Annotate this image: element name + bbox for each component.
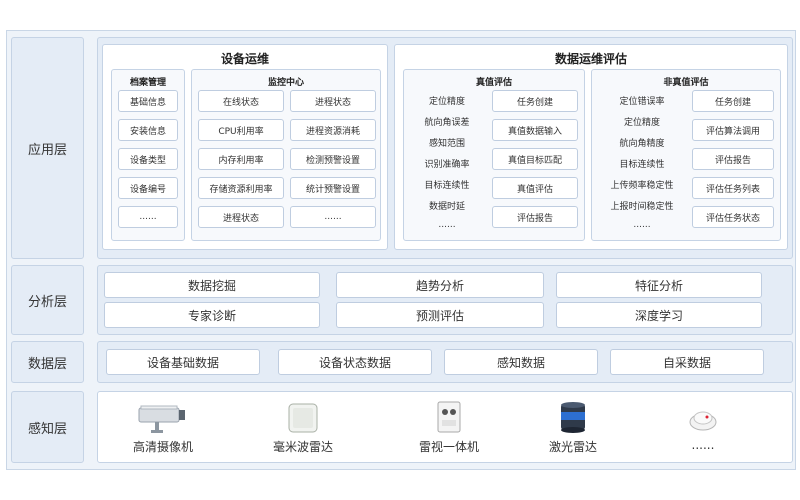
truth-action: 真值目标匹配: [492, 148, 578, 170]
data-eval-box: 数据运维评估 真值评估 定位精度 航向角误差 感知范围 识别准确率 目标连续性 …: [394, 44, 788, 250]
non-truth-action: 评估任务状态: [692, 206, 774, 228]
device-item: 高清摄像机: [108, 398, 218, 456]
monitor-item: 进程状态: [198, 206, 284, 228]
non-truth-action: 评估算法调用: [692, 119, 774, 141]
monitor-item: 在线状态: [198, 90, 284, 112]
application-layer-panel: 设备运维 档案管理 基础信息 安装信息 设备类型 设备编号 ...... 监控中…: [97, 37, 793, 259]
monitor-item: 进程状态: [290, 90, 376, 112]
analysis-item: 深度学习: [556, 302, 762, 328]
monitor-item: 统计预警设置: [290, 177, 376, 199]
non-truth-metric: 定位精度: [623, 118, 660, 128]
truth-metric: 识别准确率: [424, 160, 470, 170]
non-truth-metric: 上报时间稳定性: [610, 202, 674, 212]
camera-icon: [133, 398, 193, 434]
analysis-item: 趋势分析: [336, 272, 544, 298]
layer-label-data: 数据层: [11, 341, 84, 383]
non-truth-action: 评估报告: [692, 148, 774, 170]
device-name: 雷视一体机: [418, 440, 479, 454]
device-name: 激光雷达: [548, 440, 597, 454]
device-item: 激光雷达: [518, 398, 628, 456]
truth-eval-title: 真值评估: [475, 78, 512, 88]
architecture-diagram: 应用层 设备运维 档案管理 基础信息 安装信息 设备类型 设备编号 ......…: [6, 30, 796, 470]
device-item: 雷视一体机: [394, 398, 504, 456]
analysis-item: 特征分析: [556, 272, 762, 298]
archive-item: ......: [118, 206, 178, 228]
device-name: ......: [691, 438, 715, 452]
mmwave-radar-icon: [283, 398, 323, 434]
monitor-item: 进程资源消耗: [290, 119, 376, 141]
layer-label-perception: 感知层: [11, 391, 84, 463]
data-item: 感知数据: [444, 349, 598, 375]
truth-action: 真值评估: [492, 177, 578, 199]
device-ops-box: 设备运维 档案管理 基础信息 安装信息 设备类型 设备编号 ...... 监控中…: [102, 44, 388, 250]
non-truth-metric: 航向角精度: [619, 139, 665, 149]
non-truth-metric: 上传频率稳定性: [610, 181, 674, 191]
non-truth-action: 任务创建: [692, 90, 774, 112]
archive-item: 设备类型: [118, 148, 178, 170]
device-name: 高清摄像机: [132, 440, 193, 454]
archive-box: 档案管理 基础信息 安装信息 设备类型 设备编号 ......: [111, 69, 185, 241]
analysis-item: 数据挖掘: [104, 272, 320, 298]
data-item: 设备基础数据: [106, 349, 260, 375]
non-truth-eval-title: 非真值评估: [663, 78, 709, 88]
analysis-layer-panel: 数据挖掘 趋势分析 特征分析 专家诊断 预测评估 深度学习: [97, 265, 793, 335]
truth-metric: 数据时延: [428, 202, 465, 212]
analysis-item: 专家诊断: [104, 302, 320, 328]
non-truth-eval-box: 非真值评估 定位错误率 定位精度 航向角精度 目标连续性 上传频率稳定性 上报时…: [591, 69, 781, 241]
archive-title: 档案管理: [129, 78, 166, 88]
data-layer-panel: 设备基础数据 设备状态数据 感知数据 自采数据: [97, 341, 793, 383]
monitor-item: 存储资源利用率: [198, 177, 284, 199]
archive-item: 安装信息: [118, 119, 178, 141]
archive-item: 基础信息: [118, 90, 178, 112]
layer-label-analysis: 分析层: [11, 265, 84, 335]
truth-action: 真值数据输入: [492, 119, 578, 141]
data-item: 设备状态数据: [278, 349, 432, 375]
truth-metric: 感知范围: [428, 139, 465, 149]
data-item: 自采数据: [610, 349, 764, 375]
monitor-title: 监控中心: [267, 78, 304, 88]
analysis-item: 预测评估: [336, 302, 544, 328]
non-truth-action: 评估任务列表: [692, 177, 774, 199]
non-truth-metric: ......: [633, 220, 651, 230]
truth-metric: ......: [438, 220, 456, 230]
device-ops-title: 设备运维: [220, 52, 269, 66]
device-name: 毫米波雷达: [272, 440, 333, 454]
lidar-icon: [557, 398, 589, 434]
layer-label-application: 应用层: [11, 37, 84, 259]
truth-action: 任务创建: [492, 90, 578, 112]
monitor-item: CPU利用率: [198, 119, 284, 141]
non-truth-metric: 定位错误率: [619, 97, 665, 107]
archive-item: 设备编号: [118, 177, 178, 199]
monitor-item: 检测预警设置: [290, 148, 376, 170]
device-item: 毫米波雷达: [248, 398, 358, 456]
monitor-item: ......: [290, 206, 376, 228]
truth-metric: 目标连续性: [424, 181, 470, 191]
non-truth-metric: 目标连续性: [619, 160, 665, 170]
truth-metric: 定位精度: [428, 97, 465, 107]
perception-layer-panel: 高清摄像机 毫米波雷达 雷视一体机: [97, 391, 793, 463]
data-eval-title: 数据运维评估: [554, 52, 627, 66]
device-item: ......: [648, 398, 758, 456]
monitor-item: 内存利用率: [198, 148, 284, 170]
truth-action: 评估报告: [492, 206, 578, 228]
truth-metric: 航向角误差: [424, 118, 470, 128]
truth-eval-box: 真值评估 定位精度 航向角误差 感知范围 识别准确率 目标连续性 数据时延 ..…: [403, 69, 585, 241]
smoke-detector-icon: [686, 398, 720, 434]
radar-vision-unit-icon: [432, 398, 466, 434]
monitor-box: 监控中心 在线状态 CPU利用率 内存利用率 存储资源利用率 进程状态 进程状态…: [191, 69, 381, 241]
